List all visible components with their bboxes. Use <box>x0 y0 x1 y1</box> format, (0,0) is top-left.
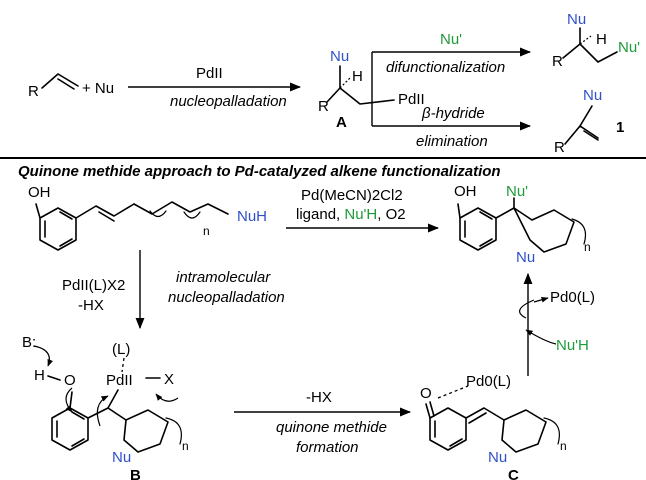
starting-material: OH n NuH <box>28 184 267 251</box>
intermediate-a-h: H <box>352 68 363 85</box>
up-pd-label: Pd0(L) <box>550 289 595 306</box>
product-nuprime-label: Nu' <box>506 183 528 200</box>
main-arrow-conditions: ligand, Nu'H, O2 <box>296 206 406 223</box>
arrow-direct-reaction: Pd(MeCN)2Cl2 ligand, Nu'H, O2 <box>286 187 440 233</box>
alkene-r-label: R <box>28 83 39 100</box>
product-elimination: Nu R 1 <box>554 87 624 156</box>
arrow-quinone-methide: -HX quinone methide formation <box>234 389 412 456</box>
product-top-nuprime: Nu' <box>618 39 640 56</box>
product-oh-label: OH <box>454 183 477 200</box>
c-o-label: O <box>420 385 432 402</box>
b-o-label: O <box>64 372 76 389</box>
arrow1-nucleopalladation-label: nucleopalladation <box>170 93 287 110</box>
product-bottom-label: 1 <box>616 119 624 136</box>
down-right-intramolecular: intramolecular <box>176 269 271 286</box>
c-nu-label: Nu <box>488 449 507 466</box>
product-top-h: H <box>596 31 607 48</box>
product-n-label: n <box>584 240 591 254</box>
branch-bottom-beta-hydride: β-hydride <box>421 105 485 122</box>
b-l-label: (L) <box>112 341 130 358</box>
b-compound-label: B <box>130 467 141 480</box>
intermediate-a: Nu H R PdII A <box>318 48 425 131</box>
branch-top-nuprime: Nu' <box>440 31 462 48</box>
arrow-bc-quinone-methide: quinone methide <box>276 419 387 436</box>
b-base-label: B: <box>22 334 36 351</box>
c-compound-label: C <box>508 467 519 480</box>
product-top-nu: Nu <box>567 11 586 28</box>
down-left-reagent: PdII(L)X2 <box>62 277 125 294</box>
up-nuprime-h-label: Nu'H <box>556 337 589 354</box>
arrow-intramolecular: PdII(L)X2 -HX intramolecular nucleopalla… <box>62 250 285 330</box>
b-h-label: H <box>34 367 45 384</box>
product-nu-label: Nu <box>516 249 535 266</box>
arrow-bc-formation: formation <box>296 439 359 456</box>
sm-nuh-label: NuH <box>237 208 267 225</box>
intermediate-a-pd: PdII <box>398 91 425 108</box>
down-right-nucleopalladation: nucleopalladation <box>168 289 285 306</box>
bottom-scheme: OH n NuH Pd(MeCN)2Cl2 ligand, Nu'H, O2 O… <box>22 183 595 480</box>
intermediate-a-r: R <box>318 98 329 115</box>
branch-top-difunctionalization: difunctionalization <box>386 59 505 76</box>
c-n-label: n <box>560 439 567 453</box>
arrow-bc-hx: -HX <box>306 389 332 406</box>
top-scheme: R + Nu PdII nucleopalladation Nu H R PdI… <box>28 11 640 156</box>
intermediate-a-nu: Nu <box>330 48 349 65</box>
main-arrow-catalyst: Pd(MeCN)2Cl2 <box>301 187 403 204</box>
b-n-label: n <box>182 439 189 453</box>
intermediate-c: O Pd0(L) n Nu C <box>420 373 567 480</box>
product-top-r: R <box>552 53 563 70</box>
plus-nu-label: + Nu <box>82 80 114 97</box>
arrow-nucleopalladation: PdII nucleopalladation <box>128 65 302 110</box>
sm-oh-label: OH <box>28 184 51 201</box>
intermediate-b: B: H O (L) PdII X n Nu B <box>22 334 189 480</box>
product-bottom-r: R <box>554 139 565 156</box>
section-heading: Quinone methide approach to Pd-catalyzed… <box>18 163 501 180</box>
arrow1-pd-label: PdII <box>196 65 223 82</box>
branch-bottom-elimination: elimination <box>416 133 488 150</box>
product-bottom-nu: Nu <box>583 87 602 104</box>
down-left-hx: -HX <box>78 297 104 314</box>
c-pd-label: Pd0(L) <box>466 373 511 390</box>
arrow-nu-addition: Pd0(L) Nu'H <box>519 272 595 376</box>
b-x-label: X <box>164 371 174 388</box>
starting-alkene: R <box>28 73 79 100</box>
sm-n-label: n <box>203 224 210 238</box>
b-pd-label: PdII <box>106 372 133 389</box>
b-nu-label: Nu <box>112 449 131 466</box>
branch-arrows: Nu' difunctionalization β-hydride elimin… <box>371 31 532 150</box>
final-product: OH Nu' n Nu <box>454 183 591 266</box>
product-difunctionalized: Nu H Nu' R <box>552 11 640 70</box>
intermediate-a-label: A <box>336 114 347 131</box>
